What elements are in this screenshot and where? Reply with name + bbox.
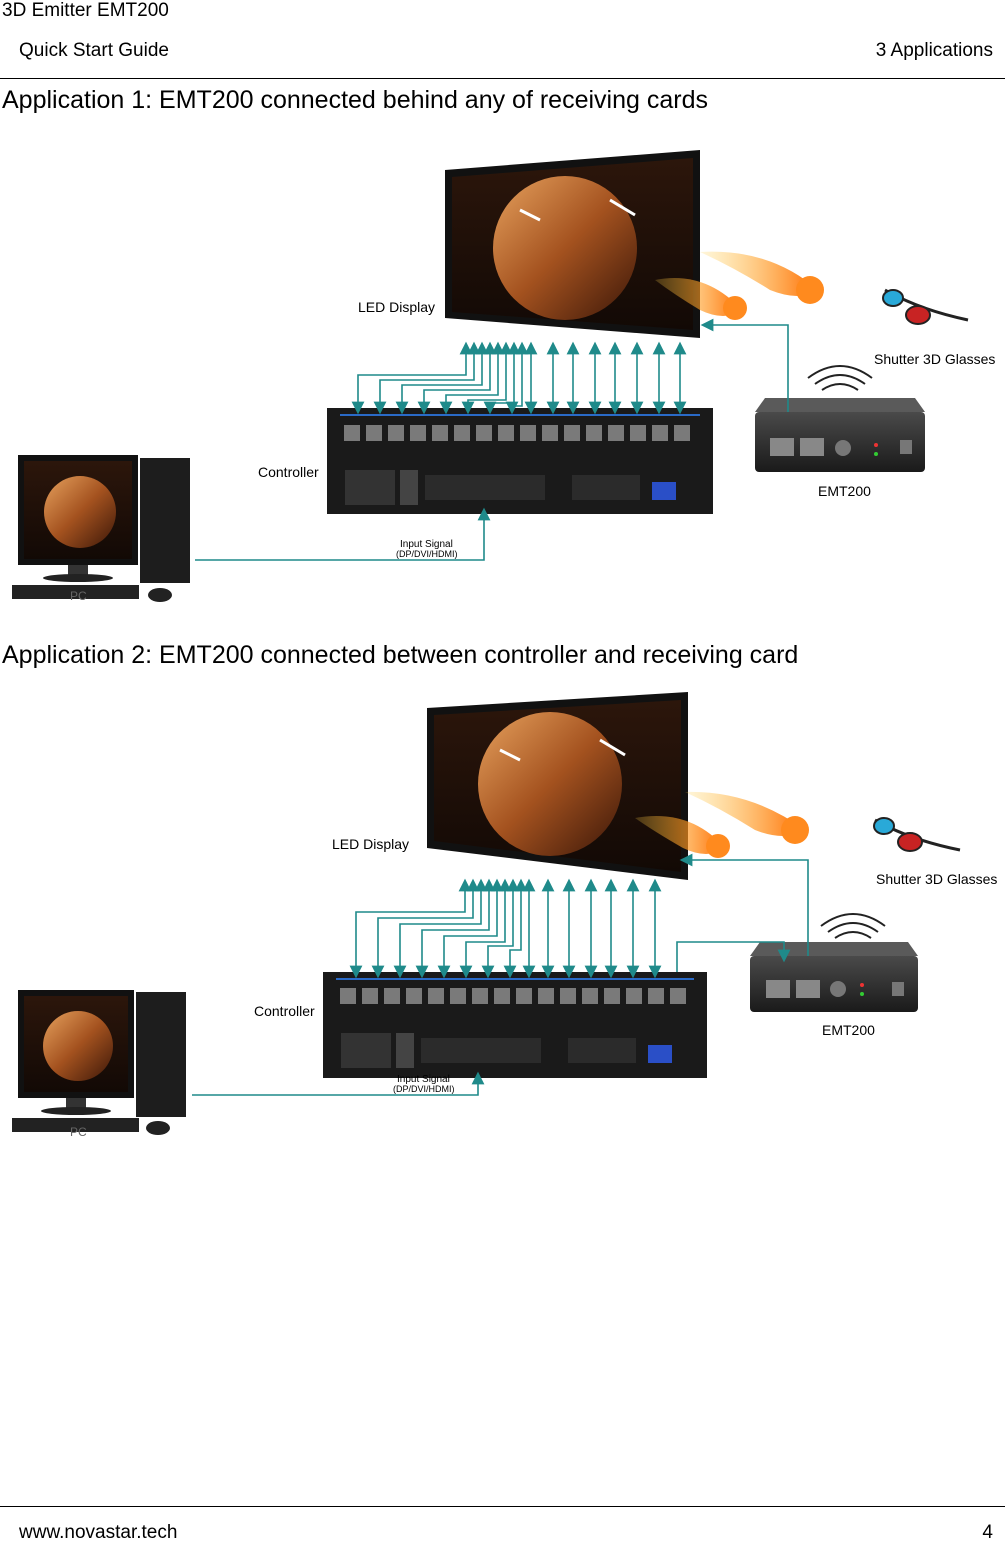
led-display-label: LED Display xyxy=(358,299,435,315)
meteor-2-image xyxy=(635,816,730,858)
footer-divider xyxy=(0,1506,1005,1507)
meteor-2-image xyxy=(655,278,747,320)
meteor-1-image xyxy=(685,791,809,844)
emt200-device-image xyxy=(755,398,925,472)
application-2-diagram: LED Display Shutter 3D Glasses EMT200 xyxy=(12,692,997,1139)
controller-device-image xyxy=(323,972,707,1078)
led-display-label: LED Display xyxy=(332,836,409,852)
input-signal-types-label: (DP/DVI/HDMI) xyxy=(393,1084,455,1094)
led-display-image xyxy=(427,692,688,880)
wireless-signal-icon xyxy=(807,365,873,391)
led-display-image xyxy=(445,150,700,338)
application-1-heading: Application 1: EMT200 connected behind a… xyxy=(2,86,708,114)
wireless-signal-icon xyxy=(820,913,886,939)
connection-lines xyxy=(192,853,809,1096)
emt200-label: EMT200 xyxy=(818,483,871,499)
shutter-glasses-label: Shutter 3D Glasses xyxy=(874,351,995,367)
application-1-diagram: LED Display Shutter 3D Glasses EMT200 xyxy=(12,150,995,603)
meteor-1-image xyxy=(700,251,824,304)
page-number: 4 xyxy=(982,1522,993,1543)
connection-lines xyxy=(195,318,789,561)
footer-website: www.novastar.tech xyxy=(19,1522,178,1543)
pc-image xyxy=(12,990,186,1135)
section-title: 3 Applications xyxy=(875,40,993,61)
controller-label: Controller xyxy=(258,464,319,480)
document-title: 3D Emitter EMT200 xyxy=(2,0,169,21)
controller-device-image xyxy=(327,408,713,514)
input-signal-label: Input Signal xyxy=(397,1074,450,1085)
input-signal-label: Input Signal xyxy=(400,539,453,550)
application-2-heading: Application 2: EMT200 connected between … xyxy=(2,641,799,669)
pc-label: PC xyxy=(70,1125,87,1139)
header-divider xyxy=(0,78,1005,79)
input-signal-types-label: (DP/DVI/HDMI) xyxy=(396,549,458,559)
shutter-glasses-image xyxy=(882,288,969,325)
pc-image xyxy=(12,455,190,602)
shutter-glasses-label: Shutter 3D Glasses xyxy=(876,871,997,887)
pc-label: PC xyxy=(70,589,87,603)
emt200-label: EMT200 xyxy=(822,1022,875,1038)
emt200-device-image xyxy=(750,942,918,1012)
controller-label: Controller xyxy=(254,1003,315,1019)
shutter-glasses-image xyxy=(873,817,961,852)
document-subtitle: Quick Start Guide xyxy=(19,40,169,61)
